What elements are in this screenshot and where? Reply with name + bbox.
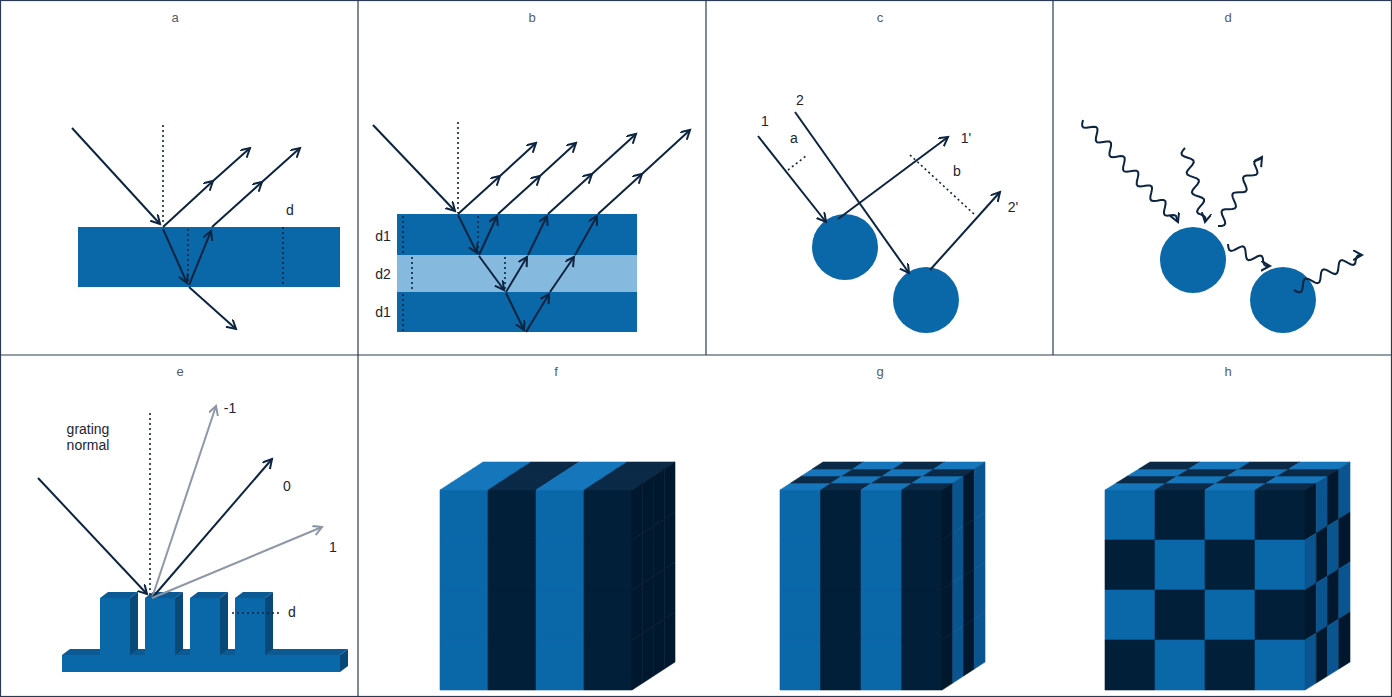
dimension-label: d [286, 202, 294, 218]
wave-arrow [1218, 157, 1262, 226]
grating-tooth [100, 592, 138, 655]
wave-arrow [1181, 148, 1205, 222]
panel-letter: f [554, 365, 558, 380]
wave-arrow [1228, 244, 1270, 266]
wave-arrow [1294, 255, 1362, 292]
single-layer-reflection [72, 125, 340, 329]
ray-label: 1' [961, 130, 971, 146]
panel-letter: g [876, 365, 883, 380]
path-label: a [788, 130, 800, 146]
wave-arrow [1082, 120, 1178, 222]
layer-label: d2 [375, 266, 391, 282]
panel-letter: c [877, 11, 884, 26]
dimension-label: d [288, 604, 296, 620]
particle-scattering [758, 112, 1000, 333]
cube [1105, 462, 1350, 690]
panel-letter: d [1224, 11, 1231, 26]
grating-tooth [235, 592, 273, 655]
order-label: 1 [329, 539, 337, 555]
cube [440, 462, 675, 690]
path-label: b [951, 163, 963, 179]
ray-label: 2' [1008, 199, 1018, 215]
grating-base [62, 655, 340, 672]
order-label: 0 [283, 478, 291, 494]
ray-label: 1 [761, 113, 769, 129]
grating-tooth [145, 592, 183, 655]
panel-letter: b [528, 11, 535, 26]
diffraction-grating [38, 406, 348, 672]
cube [780, 462, 985, 690]
wave-scattering [1082, 120, 1362, 333]
normal-label: grating normal [58, 421, 118, 453]
panel-letter: e [176, 365, 183, 380]
panel-letter: a [171, 11, 178, 26]
grating-tooth [190, 592, 228, 655]
ray-label: 2 [796, 92, 804, 108]
panel-letter: h [1224, 365, 1231, 380]
layer-label: d1 [375, 228, 391, 244]
layered-cubes [440, 462, 1350, 690]
layer-label: d1 [375, 304, 391, 320]
grating-base-side [340, 649, 348, 672]
order-label: -1 [224, 400, 236, 416]
multilayer-reflection [373, 122, 690, 332]
